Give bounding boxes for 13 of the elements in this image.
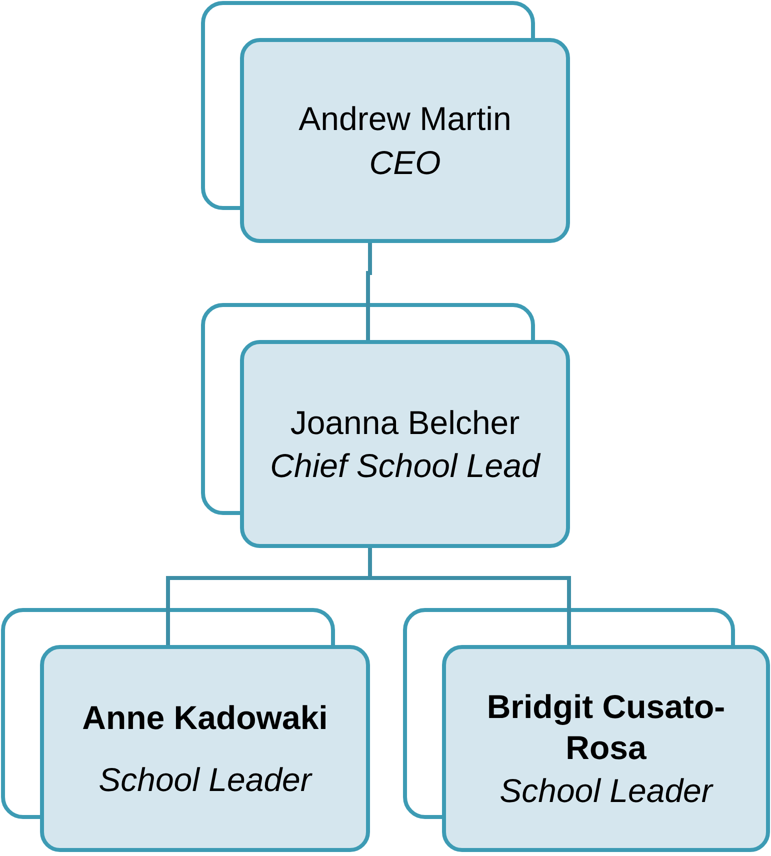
person-box: [40, 645, 370, 852]
job-title: CEO: [369, 142, 441, 182]
person-name: Bridgit Cusato-Rosa: [486, 686, 726, 768]
job-title: School Leader: [98, 760, 312, 800]
person-name: Joanna Belcher: [290, 402, 520, 443]
person-box: [442, 645, 770, 852]
job-title: School Leader: [500, 771, 712, 812]
job-title: Chief School Lead: [270, 446, 540, 486]
person-box: [240, 340, 570, 548]
person-box: [240, 38, 570, 243]
connector-line: [366, 243, 372, 340]
person-name: Andrew Martin: [298, 99, 512, 140]
person-name: Anne Kadowaki: [82, 698, 328, 738]
